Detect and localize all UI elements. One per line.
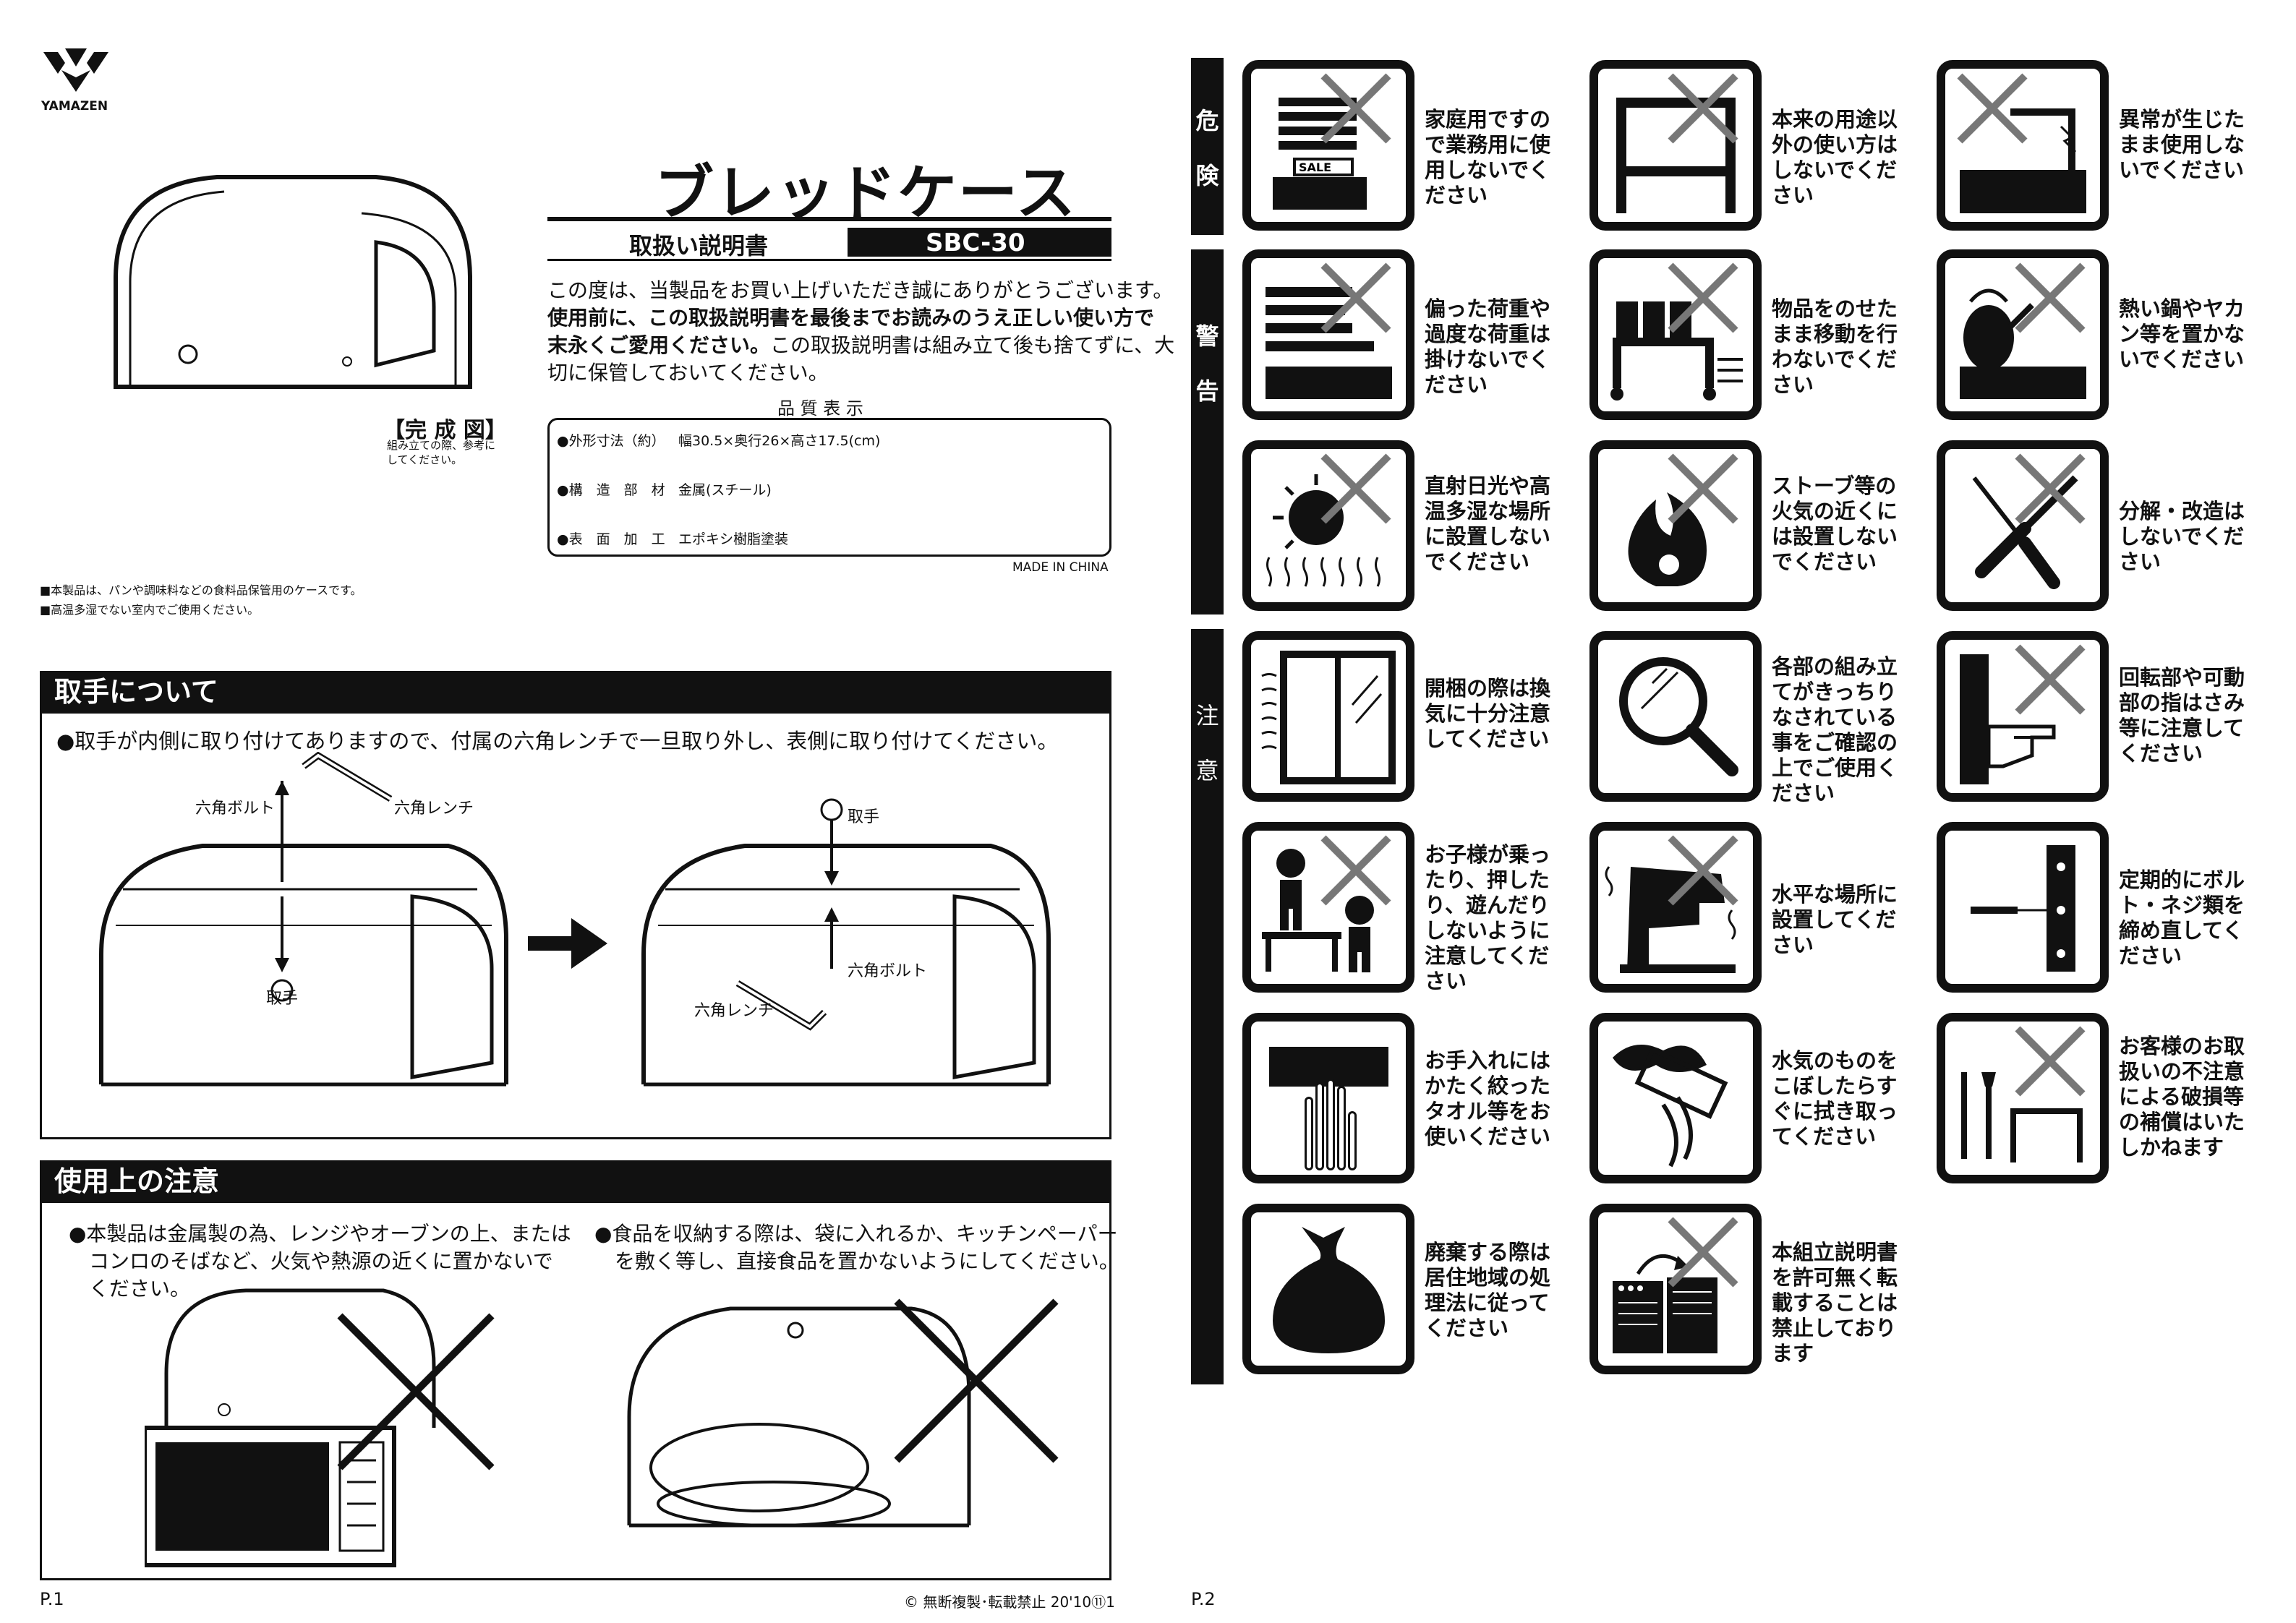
brand-logo: YAMAZEN	[40, 45, 112, 114]
label-hex-wrench-after: 六角レンチ	[694, 1002, 774, 1020]
sun-humidity-icon	[1242, 440, 1414, 611]
model-number: SBC-30	[926, 228, 1025, 257]
hand-pinch-icon	[1937, 631, 2109, 802]
page-number-1: P.1	[40, 1589, 64, 1609]
text-clean: お手入れにはかたく絞ったタオル等をお使いください	[1425, 1048, 1551, 1149]
text-pinch: 回転部や可動部の指はさみ等に注意してください	[2119, 665, 2245, 766]
label-handle-after: 取手	[848, 808, 880, 826]
sale-shelf-icon: SALE	[1242, 60, 1414, 231]
broken-shelf-icon	[1937, 60, 2109, 231]
level-icon	[1589, 822, 1762, 993]
table-icon	[1589, 60, 1762, 231]
copyright: © 無断複製･転載禁止 20'10⑪1	[904, 1593, 1115, 1611]
text-sun: 直射日光や高温多湿な場所に設置しないでください	[1425, 474, 1551, 574]
magnifier-icon	[1589, 631, 1762, 802]
flame-icon	[1589, 440, 1762, 611]
intro-line-3a: 末永くご愛用ください。	[547, 333, 771, 357]
window-icon	[1242, 631, 1414, 802]
usage-note-1-line-3: ください。	[89, 1277, 191, 1301]
completed-note-2: してください。	[387, 453, 463, 466]
quality-value-material: 金属(スチール)	[678, 482, 772, 498]
quality-label-finish: ●表 面 加 工	[557, 531, 665, 547]
arrow-right-icon	[528, 918, 607, 969]
title-underline	[547, 217, 1111, 221]
broken-tools-icon	[1937, 1013, 2109, 1183]
tools-icon	[1937, 440, 2109, 611]
text-load: 偏った荷重や過度な荷重は掛けないでください	[1425, 296, 1551, 397]
label-hex-wrench-before: 六角レンチ	[394, 800, 474, 818]
intro-line-1: この度は、当製品をお買い上げいただき誠にありがとうございます。	[547, 278, 1174, 302]
usage-section-box	[40, 1201, 1111, 1580]
text-wipe: 水気のものをこぼしたらすぐに拭き取ってください	[1772, 1048, 1898, 1149]
label-handle-before: 取手	[266, 990, 299, 1008]
model-badge	[848, 228, 1111, 257]
children-icon	[1242, 822, 1414, 993]
usage-note-2-line-1: ●食品を収納する際は、袋に入れるか、キッチンペーパー	[594, 1222, 1118, 1246]
usage-note-2-line-2: を敷く等し、直接食品を置かないようにしてください。	[615, 1249, 1119, 1273]
text-move: 物品をのせたまま移動を行わないでください	[1772, 296, 1898, 397]
text-level: 水平な場所に設置してください	[1772, 882, 1898, 957]
tab-warning: 警 告	[1191, 249, 1224, 614]
note-food-storage: ■本製品は、パンや調味料などの食料品保管用のケースです。	[40, 583, 362, 597]
text-dispose: 廃棄する際は居住地域の処理法に従ってください	[1425, 1240, 1551, 1340]
quality-label-material: ●構 造 部 材	[557, 482, 665, 498]
page-title: ブレッドケース	[654, 159, 1077, 228]
usage-note-1-line-1: ●本製品は金属製の為、レンジやオーブンの上、または	[69, 1222, 571, 1246]
country-of-origin: MADE IN CHINA	[1012, 560, 1109, 575]
handle-before-diagram	[99, 752, 508, 1087]
quality-value-finish: エポキシ樹脂塗装	[678, 531, 789, 547]
usage-section-heading: 使用上の注意	[40, 1160, 1111, 1202]
handle-section-box	[40, 711, 1111, 1139]
handle-section-heading: 取手について	[40, 671, 1111, 713]
svg-text:SALE: SALE	[1299, 160, 1331, 174]
documents-icon	[1589, 1204, 1762, 1374]
text-fire: ストーブ等の火気の近くには設置しないでください	[1772, 474, 1898, 574]
yamazen-logo-icon	[43, 48, 108, 92]
kettle-icon	[1937, 249, 2109, 420]
intro-line-2: 使用前に、この取扱説明書を最後までお読みのうえ正しい使い方で	[547, 306, 1155, 330]
quality-value-size: 幅30.5×奥行26×高さ17.5(cm)	[678, 433, 881, 449]
text-hot: 熱い鍋やヤカン等を置かないでください	[2119, 296, 2245, 372]
page-number-2: P.2	[1191, 1589, 1216, 1609]
text-purpose: 本来の用途以外の使い方はしないでください	[1772, 107, 1898, 207]
wipe-spill-icon	[1589, 1013, 1762, 1183]
garbage-bag-icon	[1242, 1204, 1414, 1374]
text-business: 家庭用ですので業務用に使用しないでください	[1425, 107, 1551, 207]
text-ventilate: 開梱の際は換気に十分注意してください	[1425, 676, 1551, 751]
handle-instruction: ●取手が内側に取り付けてありますので、付属の六角レンチで一旦取り外し、表側に取り…	[56, 729, 1059, 753]
handle-after-diagram	[641, 798, 1051, 1087]
food-in-case-warning-illustration	[627, 1298, 1059, 1528]
usage-note-1-line-2: コンロのそばなど、火気や熱源の近くに置かないで	[89, 1249, 553, 1273]
manual-subtitle: 取扱い説明書	[629, 232, 769, 260]
cloth-hand-icon	[1242, 1013, 1414, 1183]
subtitle-underline	[547, 259, 1111, 261]
text-check: 各部の組み立てがきっちりなされている事をご確認の上でご使用ください	[1772, 654, 1898, 805]
completed-note-1: 組み立ての際、参考に	[387, 439, 496, 452]
quality-box	[547, 418, 1111, 557]
microwave-warning-illustration	[145, 1288, 495, 1567]
text-copy: 本組立説明書を許可無く転載することは禁止しております	[1772, 1240, 1898, 1366]
uneven-load-icon	[1242, 249, 1414, 420]
label-hex-bolt-before: 六角ボルト	[195, 800, 276, 818]
moving-cart-icon	[1589, 249, 1762, 420]
completed-label: 【完 成 図】	[383, 418, 507, 443]
text-tools: 分解・改造はしないでください	[2119, 499, 2245, 574]
quality-heading: 品 質 表 示	[777, 398, 863, 419]
brand-name: YAMAZEN	[41, 99, 108, 114]
text-children: お子様が乗ったり、押したり、遊んだりしないように注意してください	[1425, 842, 1551, 993]
label-hex-bolt-after: 六角ボルト	[848, 962, 928, 980]
text-abnormal: 異常が生じたまま使用しないでください	[2119, 107, 2245, 182]
tab-caution: 注 意	[1191, 629, 1224, 1384]
text-liability: お客様のお取扱いの不注意による破損等の補償はいたしかねます	[2119, 1034, 2245, 1160]
tab-danger: 危 険	[1191, 58, 1224, 235]
intro-line-3b: この取扱説明書は組み立て後も捨てずに、大	[770, 333, 1175, 357]
note-humidity: ■高温多湿でない室内でご使用ください。	[40, 603, 260, 617]
quality-label-size: ●外形寸法（約）	[557, 433, 665, 449]
screwdriver-icon	[1937, 822, 2109, 993]
intro-line-4: 切に保管しておいてください。	[547, 361, 829, 385]
text-bolts: 定期的にボルト・ネジ類を締め直してください	[2119, 868, 2245, 968]
completed-bread-case-illustration	[114, 175, 472, 389]
